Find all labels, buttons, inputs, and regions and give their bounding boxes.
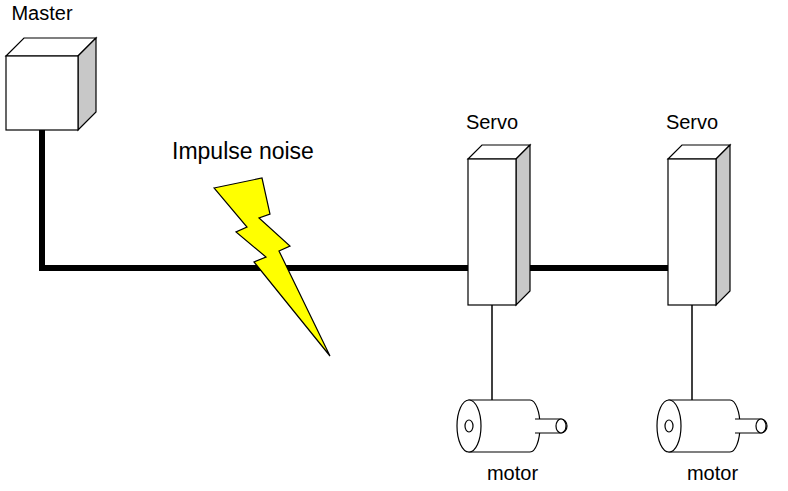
node-label: Servo: [466, 111, 518, 134]
cube-side: [716, 145, 730, 305]
lightning-bolt: [214, 178, 330, 356]
cube-front: [668, 159, 716, 305]
device-box: Servo: [668, 145, 730, 305]
motor-symbol: motor: [655, 398, 770, 454]
motor-wire: [491, 305, 493, 400]
device-box: Master: [6, 38, 96, 130]
motor-hub: [665, 420, 673, 432]
motor-hub: [465, 420, 473, 432]
motor-symbol: motor: [455, 398, 570, 454]
node-label: Servo: [666, 111, 718, 134]
motor-shaft: [535, 419, 567, 433]
shape-outline: [455, 398, 570, 454]
motor-shaft: [735, 419, 767, 433]
cube-front: [468, 159, 516, 305]
shaft-end: [756, 419, 766, 433]
node-label: Master: [11, 2, 72, 25]
shaft-end: [556, 419, 566, 433]
motor-wire: [691, 305, 693, 400]
node-label: motor: [487, 462, 538, 485]
shape-outline: [468, 145, 530, 305]
shape-outline: [6, 38, 96, 130]
cube-side: [78, 38, 96, 130]
bus-line: [530, 265, 668, 271]
noise-label: Impulse noise: [172, 138, 314, 165]
cube-front: [6, 56, 78, 130]
shape-outline: [655, 398, 770, 454]
motor-face: [657, 400, 681, 452]
node-label: motor: [687, 462, 738, 485]
motor-face: [457, 400, 481, 452]
cube-side: [516, 145, 530, 305]
shape-outline: [668, 145, 730, 305]
device-box: Servo: [468, 145, 530, 305]
